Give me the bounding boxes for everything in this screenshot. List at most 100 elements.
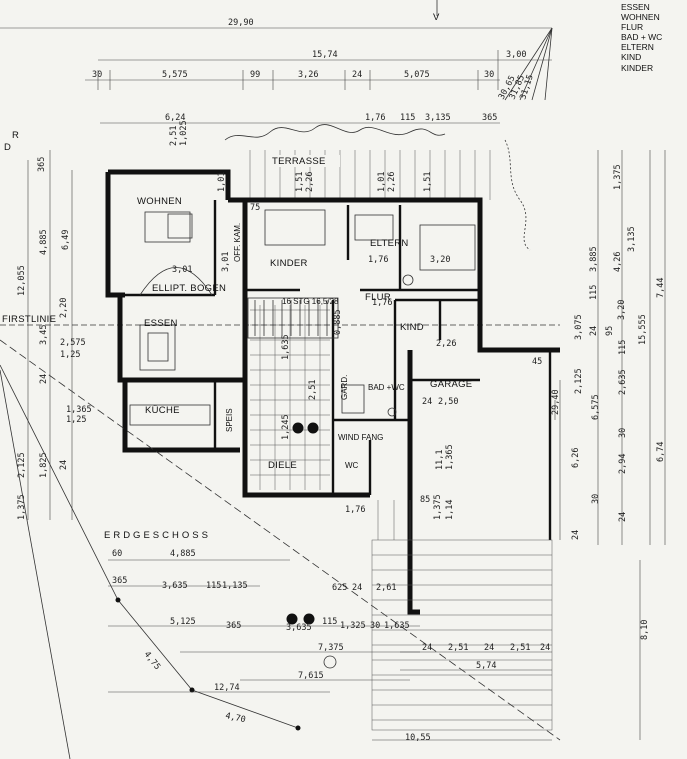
dim-label: 1,635 <box>281 334 291 360</box>
dim-label: 5,125 <box>170 617 196 627</box>
room-label-ellipt-bogen: ELLIPT. BOGEN <box>152 283 226 294</box>
room-label-kueche: KÜCHE <box>145 405 180 416</box>
legend-item: FLUR <box>621 22 643 32</box>
dim-label: 1,51 <box>423 172 433 192</box>
dim-label: 30 <box>618 428 628 438</box>
dim-label: 1,76 <box>365 113 385 123</box>
dim-label: 1,76 <box>368 255 388 265</box>
dimension-chain-right: 1,375 3,885 4,26 3,135 7,44 115 24 95 3,… <box>551 150 666 640</box>
dim-label: 60 <box>112 549 122 559</box>
dim-label: 24 <box>352 583 362 593</box>
dim-label: 1,01 <box>217 172 227 192</box>
dim-label: 24 <box>589 326 599 336</box>
elliptic-arch <box>139 267 213 296</box>
dim-label: 625 <box>332 583 347 593</box>
dim-label: 4,70 <box>224 711 246 725</box>
dim-label: 3,20 <box>617 300 627 320</box>
dim-label: 29,40 <box>551 389 561 415</box>
dim-label: 30 <box>484 70 494 80</box>
dim-label: 1,76 <box>345 505 365 515</box>
dim-label: 3,45 <box>39 325 49 345</box>
dim-label: 1,375 <box>613 164 623 190</box>
room-label-diele: DIELE <box>268 460 297 471</box>
dim-label: 4,75 <box>142 650 162 672</box>
dim-label: 3,20 <box>430 255 450 265</box>
dim-label: 24 <box>484 643 494 653</box>
dim-label: 12,055 <box>17 265 27 296</box>
dimension-chain-top: 29,90 15,74 3,00 30 5,575 99 3,26 24 5,0… <box>0 18 552 146</box>
dim-label: 115 <box>400 113 415 123</box>
dim-label: 30 <box>591 494 601 504</box>
dim-label: 1,635 <box>384 621 410 631</box>
dim-label: 10,55 <box>405 733 431 743</box>
dim-label: 2,26 <box>387 172 397 192</box>
room-label-garage: GARAGE <box>430 379 472 390</box>
north-marker: V <box>433 12 440 23</box>
legend-item: ELTERN <box>621 42 654 52</box>
room-label-flur: FLUR <box>365 292 391 303</box>
firstlinie: FIRSTLINIE <box>0 314 560 326</box>
dim-label: 3,01 <box>221 252 231 272</box>
legend-item: KIND <box>621 52 641 62</box>
dim-label: 5,575 <box>162 70 188 80</box>
dim-label: 2,61 <box>376 583 396 593</box>
dimension-chain-left: 365 4,885 6,49 12,055 2,20 3,45 2,575 1,… <box>17 150 92 520</box>
dim-label: 4,885 <box>170 549 196 559</box>
furniture <box>129 209 476 669</box>
dim-label: 24 <box>422 643 432 653</box>
dim-label: 15,74 <box>312 50 338 60</box>
room-label-wohnen: WOHNEN <box>137 196 182 207</box>
roof-corner-lines: 30,65 31,85 31,15 <box>497 27 553 101</box>
dim-label: 24 <box>618 512 628 522</box>
dim-label: 8,10 <box>640 620 650 640</box>
dim-label: 2,51 <box>169 126 179 146</box>
room-label-gard: GARD. <box>340 375 349 400</box>
legend-item: ESSEN <box>621 2 650 12</box>
dim-label: 5,74 <box>476 661 496 671</box>
dim-label: 6,74 <box>656 442 666 462</box>
staircase: 16 STG 16,5/28 <box>247 297 339 339</box>
room-label-kind: KIND <box>400 322 424 333</box>
dim-label: 3,075 <box>574 314 584 340</box>
dim-label: 4,885 <box>39 229 49 255</box>
dim-label: 7,375 <box>318 643 344 653</box>
room-label-speis: SPEIS <box>225 408 234 432</box>
dim-label: 30 <box>370 621 380 631</box>
dim-label: 24 <box>540 643 550 653</box>
site-boundary <box>0 339 561 759</box>
legend: ESSEN WOHNEN FLUR BAD + WC ELTERN KIND K… <box>621 2 662 73</box>
building-walls <box>105 169 560 615</box>
dim-label: 2,575 <box>60 338 86 348</box>
dim-label: 2,51 <box>510 643 530 653</box>
dim-label: 7,44 <box>656 278 666 298</box>
dim-label: 3,26 <box>298 70 318 80</box>
legend-item: KINDER <box>621 63 653 73</box>
dim-label: 4,26 <box>613 252 623 272</box>
dim-label: 1,245 <box>281 414 291 440</box>
dimension-inner: 1,01 1,51 2,26 1,01 2,26 1,51 3,01 3,01 … <box>172 172 458 520</box>
dim-label: 1,375 <box>17 494 27 520</box>
room-label-wc: WC <box>345 461 359 470</box>
dim-label: 1,25 <box>60 350 80 360</box>
dim-label: 3,135 <box>425 113 451 123</box>
dim-label: 0,885 <box>333 309 343 335</box>
dim-label: 1,135 <box>222 581 248 591</box>
room-label-eltern: ELTERN <box>370 238 409 249</box>
dim-label: 2,94 <box>618 454 628 474</box>
dim-label: 2,26 <box>436 339 456 349</box>
room-label-terrasse: TERRASSE <box>272 156 326 167</box>
dim-label: 75 <box>250 203 260 213</box>
dim-label: 365 <box>112 576 127 586</box>
dim-label: 1,825 <box>39 452 49 478</box>
dim-label: 1,375 <box>433 494 443 520</box>
dim-label: 3,635 <box>162 581 188 591</box>
dim-label: 2,125 <box>17 452 27 478</box>
dim-label: 29,90 <box>228 18 254 28</box>
dim-label: 6,24 <box>165 113 185 123</box>
room-label-essen: ESSEN <box>144 318 178 329</box>
dim-label: 115 <box>618 340 628 355</box>
dim-label: 6,49 <box>61 230 71 250</box>
dim-label: 11,1 <box>435 450 445 470</box>
dim-label: 85 <box>420 495 430 505</box>
